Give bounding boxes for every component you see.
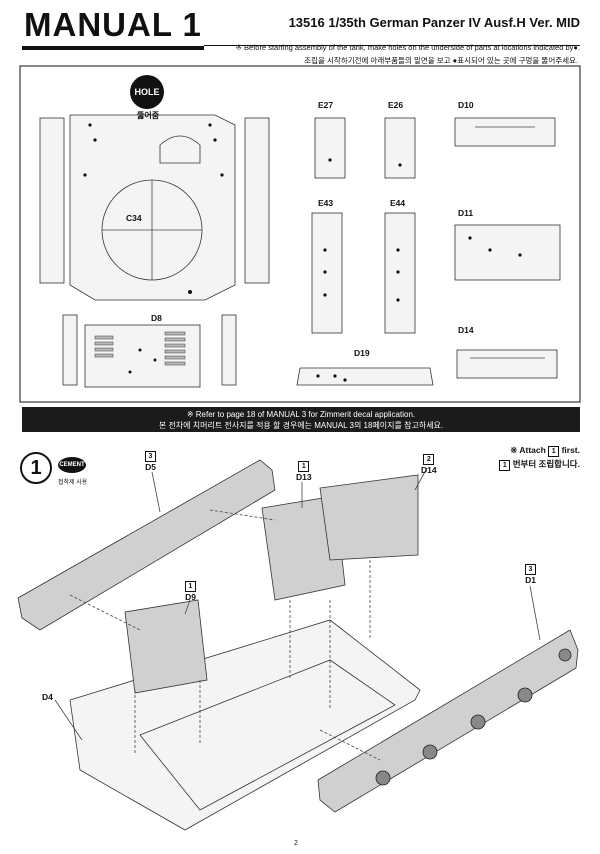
- callout-d1-num: 3: [525, 564, 536, 575]
- attach-suffix: first.: [561, 445, 580, 455]
- attach-ko-text: 번부터 조립합니다.: [512, 459, 580, 469]
- manual-title: MANUAL 1: [24, 6, 202, 43]
- label-e27: E27: [318, 100, 334, 110]
- attach-number-box: 1: [548, 446, 560, 457]
- hole-badge: HOLE: [130, 75, 164, 109]
- callout-d14-num: 2: [423, 454, 435, 465]
- label-d14-top: D14: [458, 325, 474, 335]
- label-d8: D8: [151, 313, 162, 323]
- part-e43-e44-drawing: [311, 212, 416, 334]
- label-d19: D19: [354, 348, 370, 358]
- attach-note: ※ Attach 1 first.: [510, 445, 580, 457]
- callout-d14-part: D14: [421, 465, 437, 475]
- callout-d5-part: D5: [145, 462, 156, 472]
- callout-d5: 3 D5: [145, 450, 156, 472]
- callout-d13-num: 1: [298, 461, 310, 472]
- assembly-diagram: [17, 459, 579, 831]
- label-d10: D10: [458, 100, 474, 110]
- callout-d9: 1 D9: [185, 580, 196, 602]
- cement-label-ko: 접착제 사용: [58, 480, 88, 486]
- part-d10-drawing: [454, 117, 556, 147]
- step-number: 1: [20, 452, 52, 484]
- hole-label-ko: 뚫어줌: [137, 111, 160, 120]
- label-e44: E44: [390, 198, 406, 208]
- part-e27-e26-drawing: [314, 117, 416, 179]
- callout-d13: 1 D13: [296, 460, 312, 482]
- part-d19-drawing: [296, 367, 434, 386]
- label-e43: E43: [318, 198, 334, 208]
- title-underline: [22, 10, 204, 50]
- attach-ko-number-box: 1: [499, 460, 511, 471]
- callout-d13-part: D13: [296, 472, 312, 482]
- callout-d4: D4: [42, 692, 53, 702]
- hole-note-en: ※ Before starting assembly of the tank, …: [235, 43, 580, 52]
- part-d14-drawing: [456, 349, 558, 379]
- callout-d1-part: D1: [525, 575, 536, 585]
- hole-note-ko: 조립을 시작하기전에 아래부품들의 밑면을 보고 ●표시되어 있는 곳에 구멍을…: [304, 56, 578, 65]
- kit-title: 13516 1/35th German Panzer IV Ausf.H Ver…: [288, 15, 580, 30]
- label-d11: D11: [458, 208, 474, 218]
- cement-icon: CEMENT: [58, 457, 86, 473]
- label-e26: E26: [388, 100, 404, 110]
- banner-text-ko: 본 전차에 치머리트 전사지를 적용 할 경우에는 MANUAL 3의 18페이…: [158, 421, 444, 430]
- banner-text-en: ※ Refer to page 18 of MANUAL 3 for Zimme…: [186, 410, 416, 419]
- callout-d5-num: 3: [145, 451, 156, 462]
- callout-d4-part: D4: [42, 692, 53, 702]
- part-d8-drawing: [62, 314, 237, 388]
- page-number: 2: [294, 840, 298, 847]
- part-d11-drawing: [454, 224, 561, 281]
- callout-d14: 2 D14: [421, 453, 437, 475]
- part-c34-drawing: [39, 114, 270, 301]
- zimmerit-banner: ※ Refer to page 18 of MANUAL 3 for Zimme…: [22, 407, 580, 432]
- header-rule: [204, 45, 580, 46]
- attach-note-ko: 1 번부터 조립합니다.: [499, 458, 580, 471]
- callout-d9-part: D9: [185, 592, 196, 602]
- label-c34: C34: [126, 213, 142, 223]
- callout-d1: 3 D1: [525, 563, 536, 585]
- attach-prefix: ※ Attach: [510, 445, 546, 455]
- callout-d9-num: 1: [185, 581, 196, 592]
